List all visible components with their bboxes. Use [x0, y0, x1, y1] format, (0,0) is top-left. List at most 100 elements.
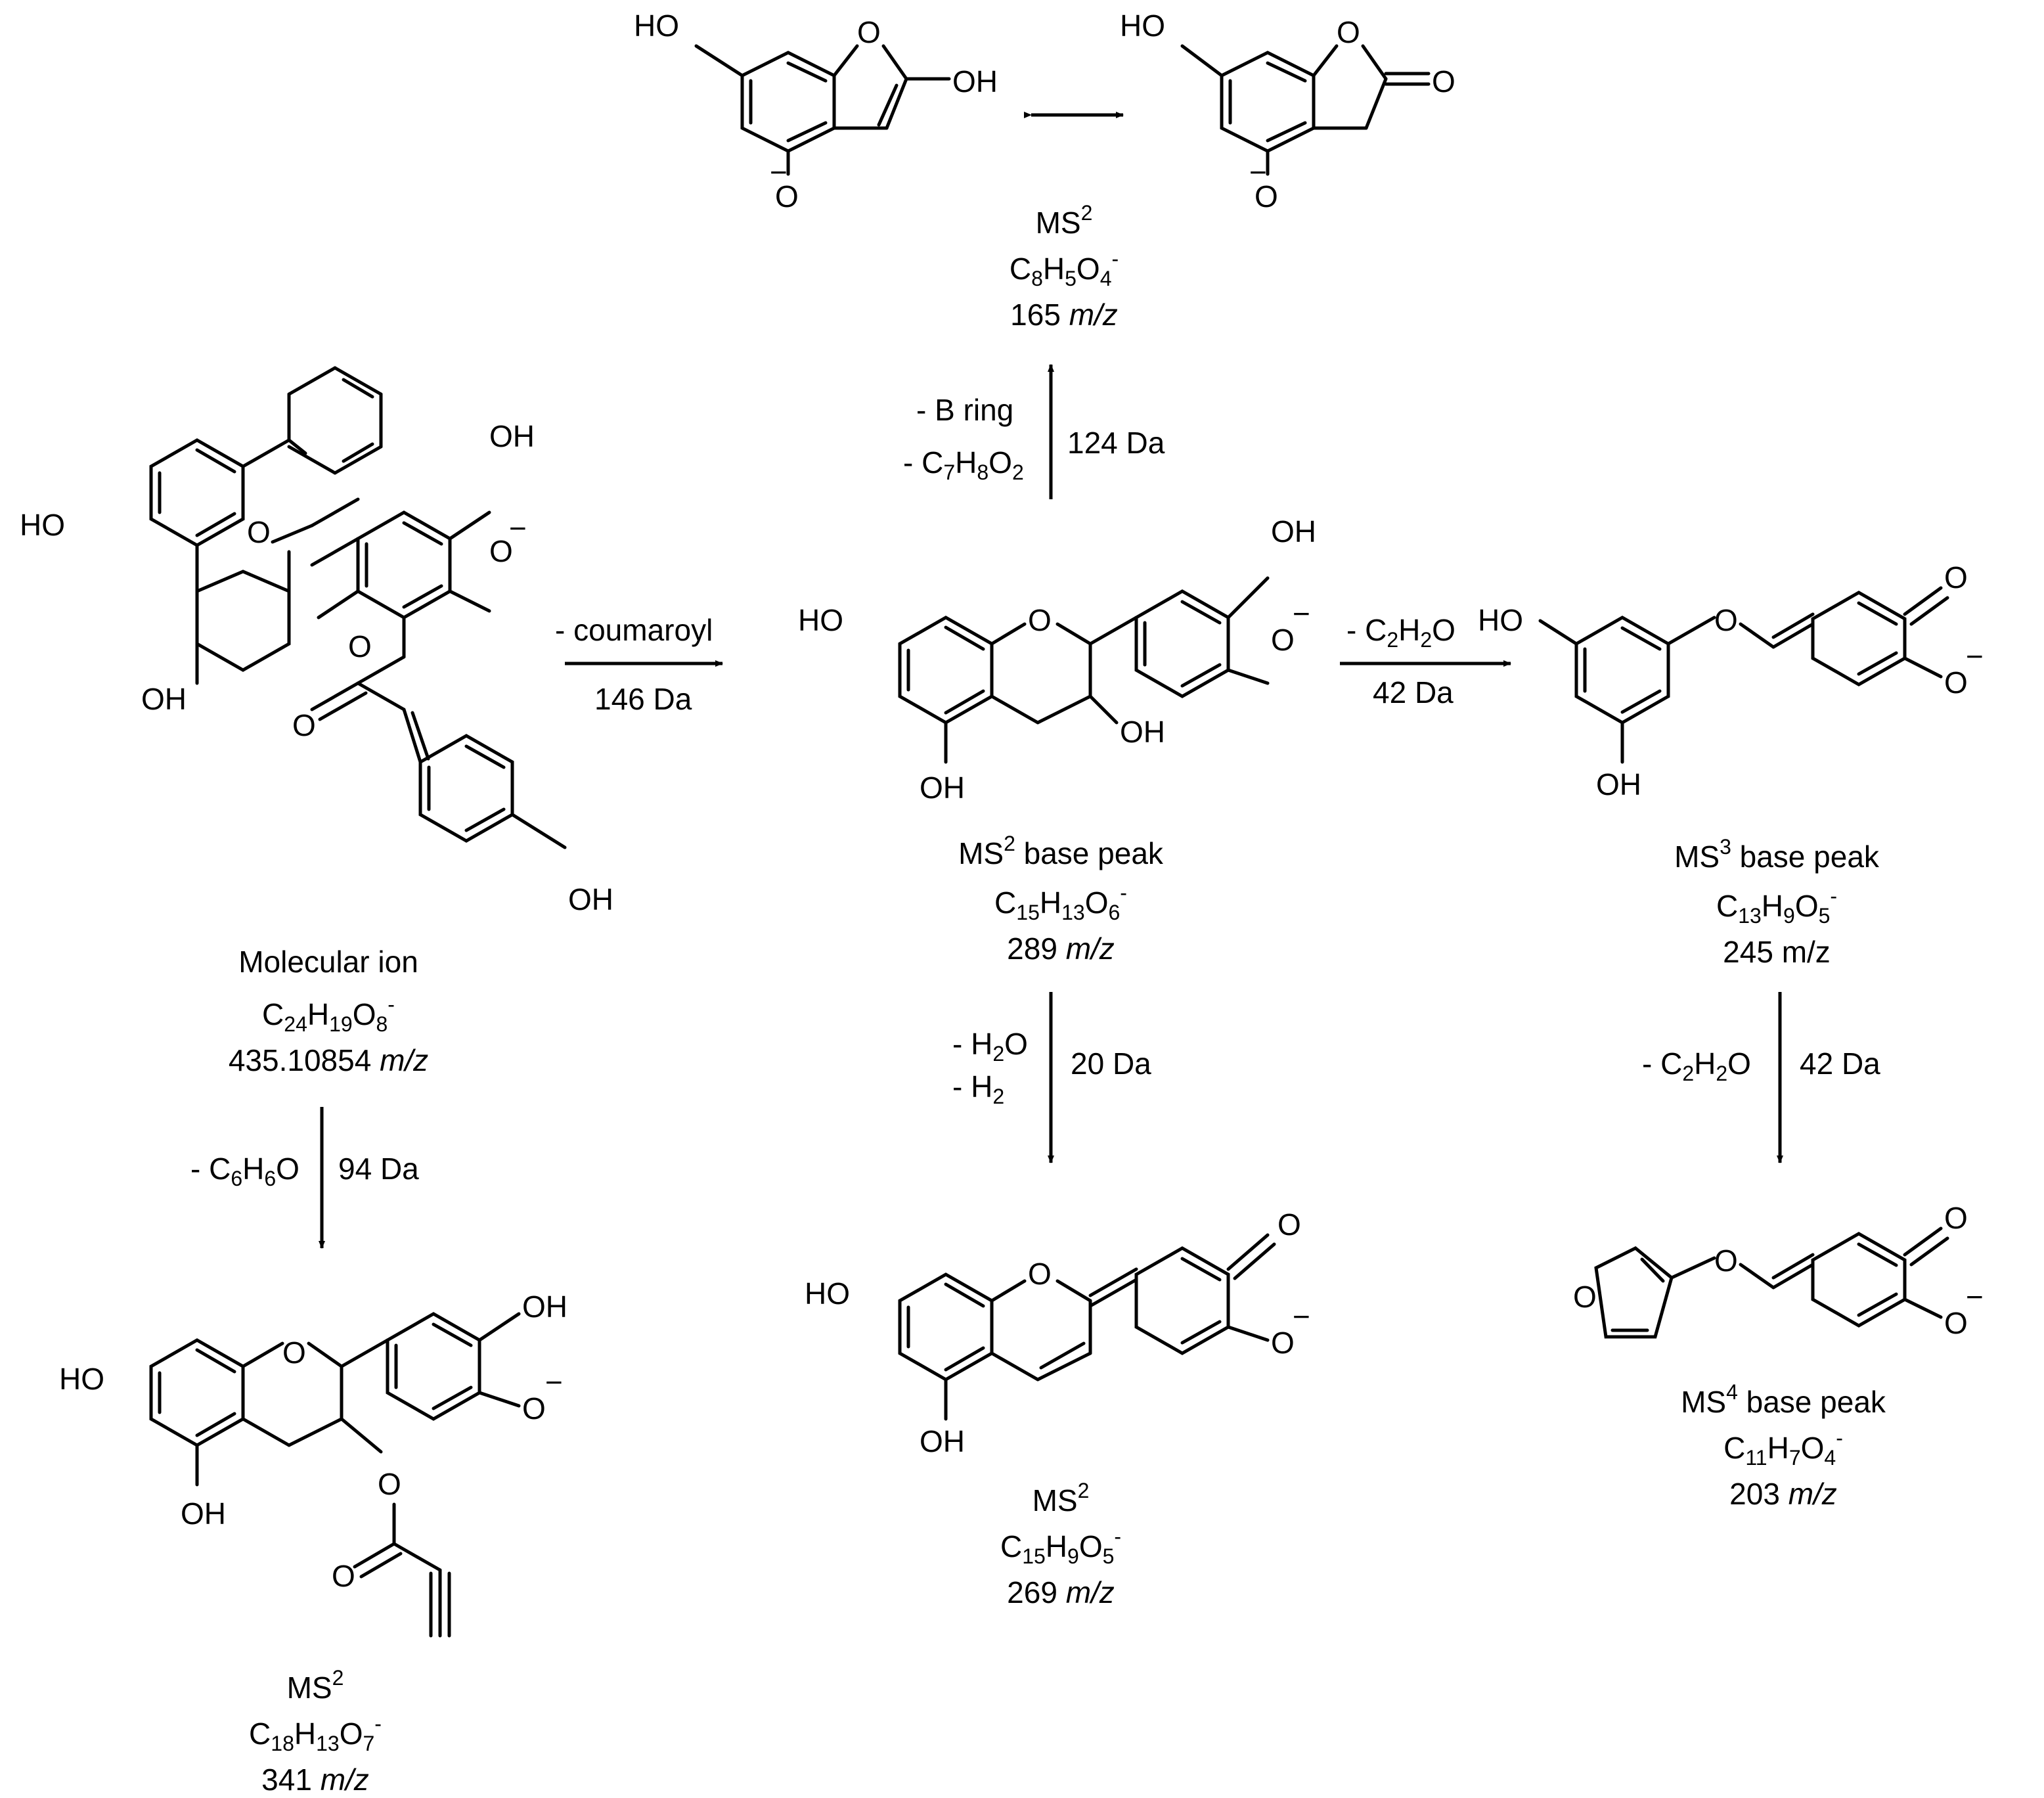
ms2-165-label: MS2 C8H5O4- 165 m/z — [1010, 201, 1119, 332]
anion-charge: − — [1293, 596, 1310, 631]
anion-charge: − — [1293, 1299, 1310, 1334]
hydroxyl-label: HO — [634, 9, 679, 43]
hydroxyl-label: OH — [568, 882, 613, 916]
hydroxyl-label: OH — [141, 682, 187, 716]
arrow-water-h2-loss: - H2O - H2 20 Da — [952, 992, 1151, 1163]
molecular-ion-structure: O O O HO OH OH O − OH — [20, 366, 613, 916]
ester-oxygen: O — [348, 629, 372, 663]
formula-label: C18H13O7- — [249, 1712, 382, 1755]
mass-label: 245 m/z — [1723, 935, 1831, 969]
stage-label: MS2 — [1033, 1479, 1090, 1517]
hydroxyl-label: OH — [920, 771, 965, 805]
hydroxyl-label: OH — [1271, 514, 1316, 549]
stage-label: MS3 base peak — [1674, 835, 1880, 874]
loss-label: - B ring — [916, 393, 1013, 427]
arrow-ketene-loss-1: - C2H2O 42 Da — [1340, 613, 1511, 709]
phenolate-oxygen: O — [489, 534, 513, 568]
phenolate-oxygen: O — [1944, 665, 1968, 700]
ring-oxygen: O — [247, 515, 271, 549]
stage-label: MS2 base peak — [958, 832, 1164, 870]
mass-label: 435.10854 m/z — [229, 1043, 428, 1077]
delta-mass-label: 146 Da — [594, 682, 692, 716]
formula-label: C13H9O5- — [1716, 884, 1837, 928]
carbonyl-oxygen: O — [292, 708, 316, 742]
arrow-ketene-loss-2: - C2H2O 42 Da — [1642, 992, 1880, 1163]
arrow-phenol-loss: - C6H6O 94 Da — [190, 1107, 419, 1249]
loss-label: - C6H6O — [190, 1152, 300, 1190]
ms4-base-203-label: MS4 base peak C11H7O4- 203 m/z — [1681, 1380, 1886, 1511]
ms2-base-289-label: MS2 base peak C15H13O6- 289 m/z — [958, 832, 1164, 966]
formula-label: C11H7O4- — [1723, 1426, 1843, 1470]
ring-oxygen: O — [1028, 603, 1052, 637]
carbonyl-oxygen: O — [332, 1559, 355, 1593]
carbonyl-oxygen: O — [1432, 64, 1455, 99]
formula-label: C8H5O4- — [1010, 247, 1119, 290]
mass-label: 289 m/z — [1007, 932, 1115, 966]
phenolate-oxygen: O — [1255, 179, 1278, 214]
hydroxyl-label: OH — [952, 64, 998, 99]
ester-oxygen: O — [378, 1467, 401, 1501]
formula-label: C24H19O8- — [262, 993, 395, 1036]
ether-oxygen: O — [1714, 1244, 1738, 1278]
hydroxyl-label: OH — [1120, 715, 1165, 749]
ms2-165-structure: O HO OH O − O O HO O − — [634, 9, 1455, 214]
phenolate-oxygen: O — [775, 179, 799, 214]
carbonyl-oxygen: O — [1944, 1201, 1968, 1235]
furan-oxygen: O — [1573, 1280, 1597, 1314]
loss-formula-label: - C7H8O2 — [903, 445, 1024, 484]
loss-label: - C2H2O — [1346, 613, 1455, 652]
phenolate-oxygen: O — [522, 1391, 546, 1426]
hydroxyl-label: OH — [920, 1424, 965, 1458]
ms3-base-245-structure: O O O − HO OH — [1478, 560, 1984, 801]
hydroxyl-label: HO — [20, 508, 65, 542]
anion-charge: − — [1249, 155, 1267, 189]
hydroxyl-label: OH — [522, 1290, 567, 1324]
mass-label: 203 m/z — [1729, 1477, 1837, 1511]
formula-label: C15H13O6- — [994, 881, 1127, 924]
furan-oxygen: O — [857, 15, 881, 49]
mass-label: 269 m/z — [1007, 1575, 1115, 1609]
delta-mass-label: 42 Da — [1373, 675, 1454, 709]
stage-label: MS2 — [287, 1666, 344, 1705]
hydroxyl-label: HO — [1120, 9, 1165, 43]
ms3-base-245-label: MS3 base peak C13H9O5- 245 m/z — [1674, 835, 1880, 969]
mass-label: 341 m/z — [261, 1763, 369, 1797]
stage-label: MS2 — [1036, 201, 1093, 240]
phenolate-oxygen: O — [1271, 623, 1295, 657]
hydroxyl-label: OH — [489, 419, 535, 453]
ms2-269-structure: O O HO OH O − — [805, 1207, 1310, 1458]
stage-label: Molecular ion — [238, 945, 418, 979]
hydroxyl-label: HO — [1478, 603, 1523, 637]
mass-label: 165 m/z — [1010, 298, 1118, 332]
loss-label: - coumaroyl — [555, 613, 713, 647]
delta-mass-label: 124 Da — [1067, 426, 1165, 460]
anion-charge: − — [770, 155, 788, 189]
phenolate-oxygen: O — [1944, 1306, 1968, 1340]
phenolate-oxygen: O — [1271, 1326, 1295, 1360]
loss-label: - H2O — [952, 1027, 1028, 1066]
arrow-coumaroyl-loss: - coumaroyl 146 Da — [555, 613, 723, 716]
anion-charge: − — [1966, 1280, 1984, 1314]
lactone-oxygen: O — [1337, 15, 1360, 49]
anion-charge: − — [1966, 639, 1984, 673]
ring-ether-bond — [241, 438, 291, 468]
loss-label: - C2H2O — [1642, 1046, 1751, 1085]
carbonyl-oxygen: O — [1944, 560, 1968, 595]
hydroxyl-label: OH — [181, 1496, 226, 1531]
arrow-b-ring-loss: - B ring - C7H8O2 124 Da — [903, 364, 1165, 499]
molecular-ion-label: Molecular ion C24H19O8- 435.10854 m/z — [229, 945, 428, 1077]
formula-label: C15H9O5- — [1000, 1525, 1121, 1568]
ms2-269-label: MS2 C15H9O5- 269 m/z — [1000, 1479, 1121, 1609]
ring-oxygen: O — [282, 1336, 306, 1370]
loss-label: - H2 — [952, 1069, 1004, 1108]
delta-mass-label: 94 Da — [338, 1152, 419, 1186]
delta-mass-label: 42 Da — [1800, 1046, 1880, 1081]
ms2-341-label: MS2 C18H13O7- 341 m/z — [249, 1666, 382, 1797]
hydroxyl-label: OH — [1596, 767, 1641, 801]
carbonyl-oxygen: O — [1278, 1207, 1301, 1242]
hydroxyl-label: HO — [59, 1362, 104, 1396]
hydroxyl-label: HO — [798, 603, 843, 637]
ms2-base-289-structure: O HO OH OH OH O − — [798, 514, 1316, 805]
hydroxyl-label: HO — [805, 1276, 850, 1311]
